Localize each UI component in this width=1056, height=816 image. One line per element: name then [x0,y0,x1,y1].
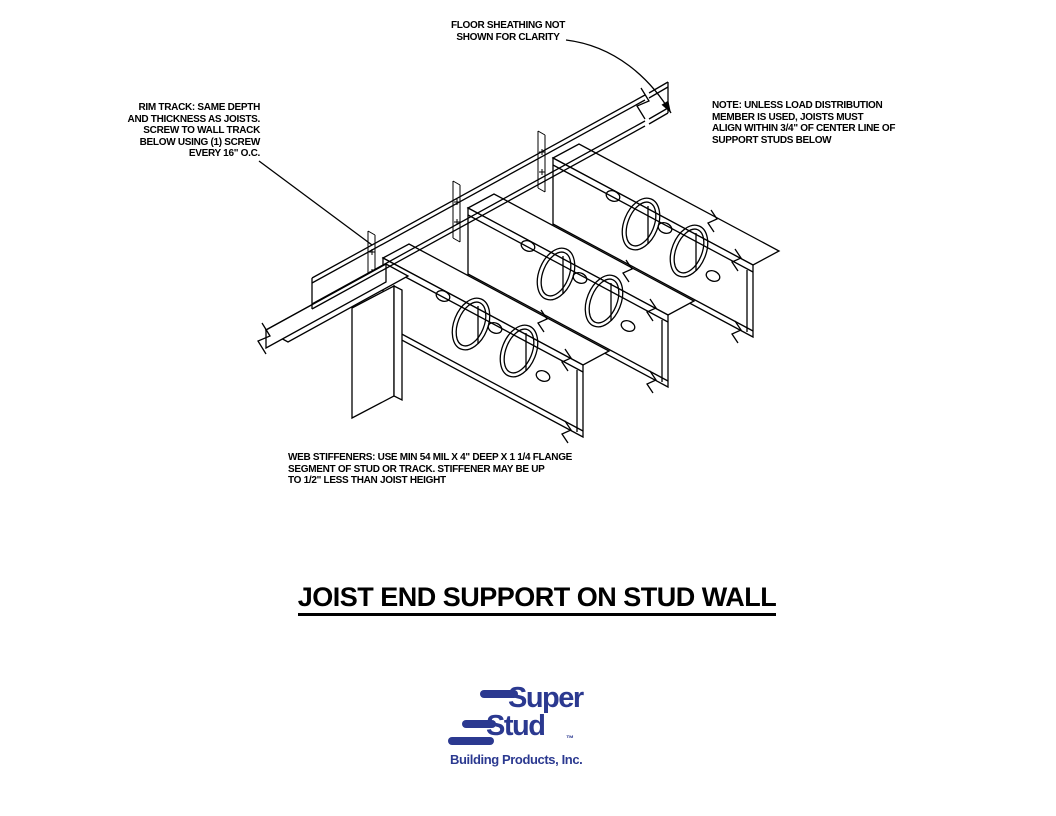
logo-word-super: Super [508,682,584,714]
note-line: ALIGN WITHIN 3/4" OF CENTER LINE OF [712,123,896,134]
note-line: NOTE: UNLESS LOAD DISTRIBUTION [712,100,883,111]
web-stiffeners-note: WEB STIFFENERS: USE MIN 54 MIL X 4" DEEP… [288,452,628,487]
note-line: TO 1/2" LESS THAN JOIST HEIGHT [288,475,446,486]
rim-track-note: RIM TRACK: SAME DEPTH AND THICKNESS AS J… [116,102,261,160]
note-line: SUPPORT STUDS BELOW [712,134,832,146]
logo-trademark: ™ [566,734,574,743]
logo-swash-bottom [448,737,494,745]
note-line: SCREW TO WALL TRACK [143,125,260,136]
note-line: SHOWN FOR CLARITY [456,31,560,43]
note-line: BELOW USING (1) SCREW [139,136,261,148]
leader-line-floor-sheathing [565,39,672,114]
note-line: EVERY 16" O.C. [188,148,260,159]
leader-line-rim-track [258,160,373,246]
note-line: SEGMENT OF STUD OR TRACK. STIFFENER MAY … [288,463,545,475]
floor-sheathing-note: FLOOR SHEATHING NOT SHOWN FOR CLARITY [446,20,570,43]
support-stud [351,284,403,420]
note-line: FLOOR SHEATHING NOT [450,20,566,31]
note-line: WEB STIFFENERS: USE MIN 54 MIL X 4" DEEP… [288,452,573,463]
rim-track [311,81,669,310]
logo-tagline: Building Products, Inc. [450,752,583,767]
drawing-title: JOIST END SUPPORT ON STUD WALL [18,582,1056,616]
logo-swash-middle [462,720,496,728]
superstud-logo: Super Stud ™ Building Products, Inc. [440,680,650,772]
note-line: MEMBER IS USED, JOISTS MUST [712,111,864,123]
logo-swash-top [480,690,518,698]
note-line: AND THICKNESS AS JOISTS. [127,113,261,125]
load-distribution-note: NOTE: UNLESS LOAD DISTRIBUTION MEMBER IS… [712,100,922,146]
logo-word-stud: Stud [486,710,546,742]
drawing-title-text: JOIST END SUPPORT ON STUD WALL [297,582,777,616]
note-line: RIM TRACK: SAME DEPTH [138,102,261,113]
